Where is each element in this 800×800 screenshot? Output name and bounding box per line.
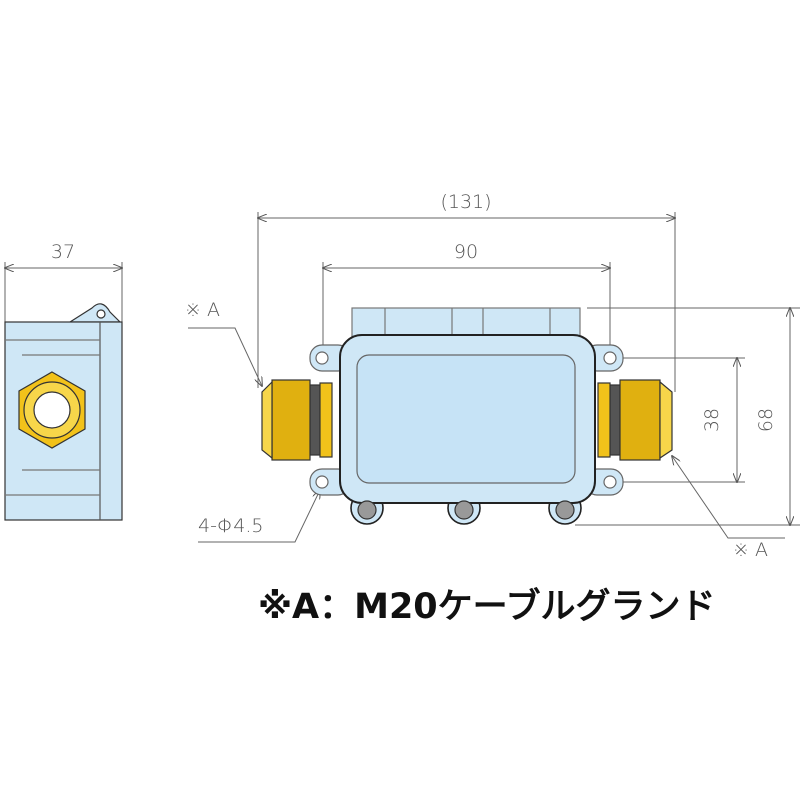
cable-gland-left (261, 379, 333, 461)
dim-depth: 37 (51, 241, 75, 263)
leader-mount-holes (198, 490, 320, 543)
dim-overall-width: (131) (440, 191, 491, 213)
dim-mount-pitch-height: 38 (701, 408, 723, 432)
caption-note: ※A：M20ケーブルグランド (258, 587, 716, 627)
dim-height: 68 (755, 408, 777, 432)
cable-gland-right (597, 379, 673, 461)
leader-gland-left (188, 327, 262, 386)
front-view (261, 307, 673, 525)
mount-hole-icons (315, 351, 617, 489)
side-view (4, 303, 123, 521)
screw-icons (357, 500, 575, 520)
label-gland-left: ※ A (185, 299, 220, 321)
dim-mount-pitch-width: 90 (454, 241, 478, 263)
leader-gland-right (672, 456, 785, 539)
label-mount-holes: 4-Φ4.5 (198, 515, 264, 537)
label-gland-right: ※ A (733, 539, 768, 561)
